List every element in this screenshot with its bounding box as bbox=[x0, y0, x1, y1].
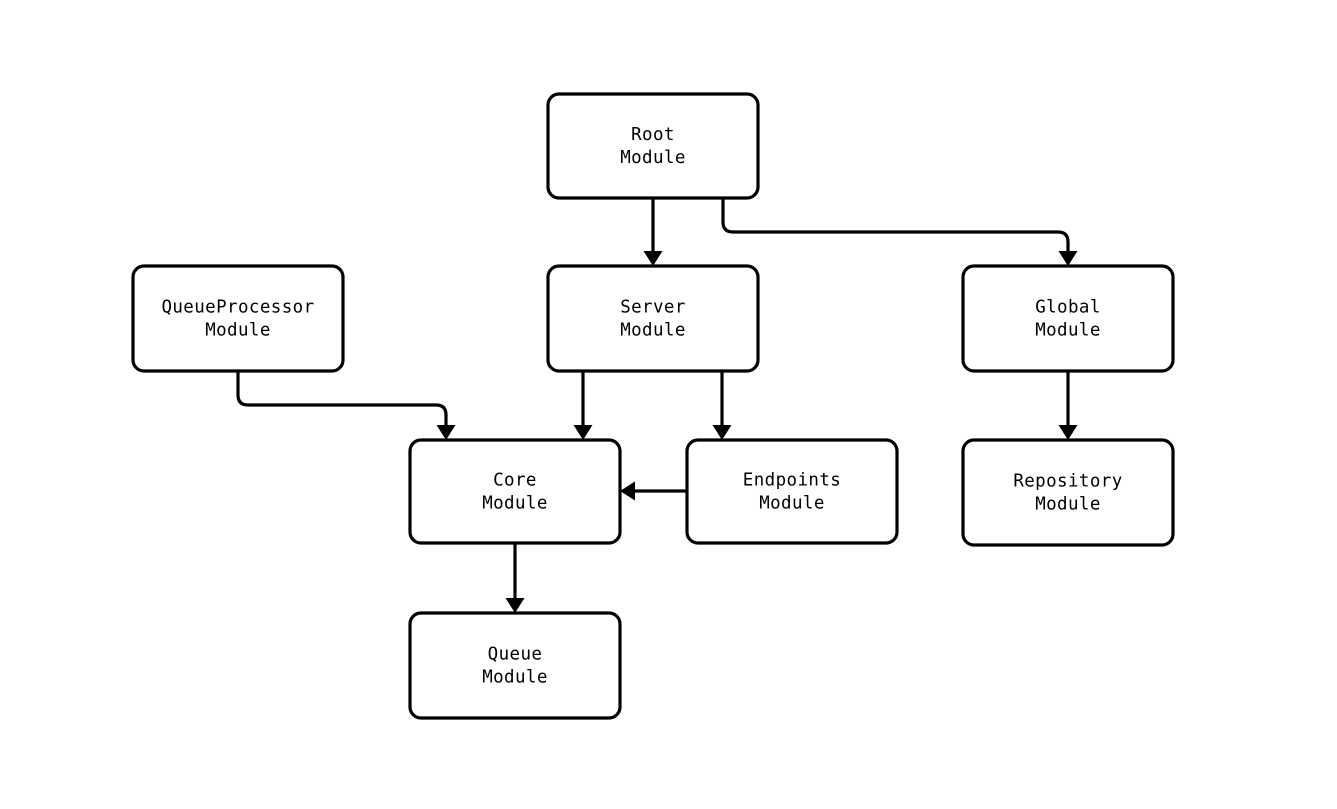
node-label-line1: Server bbox=[620, 298, 686, 318]
node-box[interactable] bbox=[546, 264, 760, 373]
node-label-line2: Module bbox=[1035, 495, 1101, 515]
arrowhead-icon bbox=[436, 425, 456, 440]
node-label-line1: Root bbox=[631, 125, 675, 145]
edge-line bbox=[236, 371, 448, 426]
edge-endpoints-to-core bbox=[620, 481, 687, 501]
nodes-layer: RootModuleQueueProcessorModuleServerModu… bbox=[131, 92, 1175, 720]
node-label-line1: Queue bbox=[488, 645, 543, 665]
arrowhead-icon bbox=[573, 425, 593, 440]
node-label-line1: QueueProcessor bbox=[161, 298, 314, 318]
node-label-line2: Module bbox=[759, 494, 825, 514]
node-box[interactable] bbox=[961, 264, 1175, 373]
node-box[interactable] bbox=[546, 92, 760, 200]
node-label-line2: Module bbox=[482, 494, 548, 514]
node-box[interactable] bbox=[408, 611, 622, 720]
edge-root-to-global bbox=[721, 198, 1078, 266]
node-label-line2: Module bbox=[1035, 321, 1101, 341]
node-box[interactable] bbox=[685, 438, 899, 545]
arrowhead-icon bbox=[712, 425, 732, 440]
edge-global-to-repository bbox=[1058, 371, 1078, 440]
edge-line bbox=[721, 198, 1070, 252]
edge-server-to-core bbox=[573, 371, 593, 440]
node-label-line1: Global bbox=[1035, 298, 1101, 318]
node-box[interactable] bbox=[961, 438, 1175, 547]
edge-core-to-queue bbox=[505, 543, 525, 613]
node-label-line1: Repository bbox=[1013, 472, 1122, 492]
edge-queueprocessor-to-core bbox=[236, 371, 456, 440]
edges-layer bbox=[236, 198, 1078, 613]
node-label-line1: Endpoints bbox=[743, 471, 841, 491]
arrowhead-icon bbox=[1058, 251, 1078, 266]
edge-root-to-server bbox=[643, 198, 663, 266]
node-box[interactable] bbox=[408, 438, 622, 545]
node-label-line2: Module bbox=[205, 321, 271, 341]
node-label-line1: Core bbox=[493, 471, 537, 491]
arrowhead-icon bbox=[1058, 425, 1078, 440]
node-box[interactable] bbox=[131, 264, 345, 373]
node-label-line2: Module bbox=[482, 668, 548, 688]
arrowhead-icon bbox=[643, 251, 663, 266]
node-label-line2: Module bbox=[620, 321, 686, 341]
node-label-line2: Module bbox=[620, 148, 686, 168]
edge-server-to-endpoints bbox=[712, 371, 732, 440]
arrowhead-icon bbox=[620, 481, 635, 501]
arrowhead-icon bbox=[505, 598, 525, 613]
